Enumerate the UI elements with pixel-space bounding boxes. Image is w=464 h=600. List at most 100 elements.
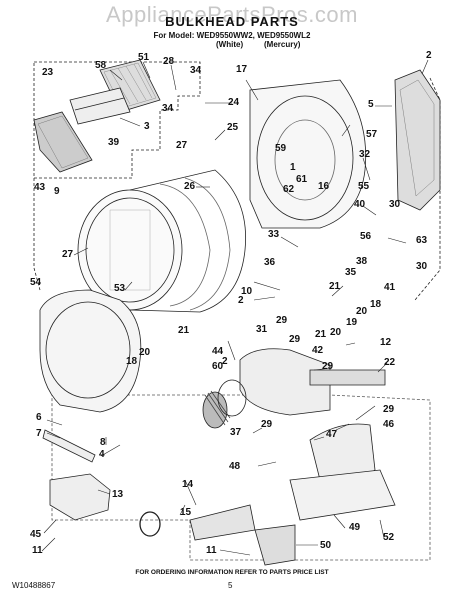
callout-43: 43	[34, 182, 46, 193]
callout-51: 51	[138, 52, 150, 63]
lint-duct-part	[49, 473, 111, 521]
document-number: W10488867	[12, 581, 56, 590]
callout-25: 25	[227, 122, 239, 133]
callout-2-top: 2	[426, 50, 432, 61]
callout-3: 3	[144, 121, 150, 132]
callout-24: 24	[228, 97, 240, 108]
callout-29-far-right: 29	[383, 404, 395, 415]
callout-30-right: 30	[416, 261, 428, 272]
callout-49: 49	[349, 522, 361, 533]
group-outline-left	[33, 77, 441, 301]
callout-54: 54	[30, 277, 42, 288]
heater-bracket-part	[254, 524, 296, 566]
callout-2-middle: 2	[238, 295, 244, 306]
callout-48: 48	[229, 461, 241, 472]
callout-12: 12	[380, 337, 392, 348]
callout-14: 14	[182, 479, 194, 490]
callout-27-left: 27	[62, 249, 74, 260]
callout-38: 38	[356, 256, 368, 267]
callout-27-top: 27	[176, 140, 188, 151]
callout-1: 1	[290, 162, 296, 173]
callout-41: 41	[384, 282, 396, 293]
front-bulkhead-part	[39, 289, 142, 413]
callout-50: 50	[320, 540, 332, 551]
callout-39: 39	[108, 137, 120, 148]
belt-part	[139, 511, 161, 537]
callout-10: 10	[241, 286, 253, 297]
callout-29-middle: 29	[289, 334, 301, 345]
callout-32: 32	[359, 149, 371, 160]
watermark-text: AppliancePartsPros.com	[106, 2, 358, 27]
callout-20-left: 20	[139, 347, 151, 358]
callout-8: 8	[100, 437, 106, 448]
rear-panel-part	[394, 69, 441, 211]
callout-26: 26	[184, 181, 196, 192]
color-mercury-label: (Mercury)	[264, 40, 301, 49]
callout-4: 4	[99, 449, 105, 460]
callout-21-right: 21	[329, 281, 341, 292]
callout-52: 52	[383, 532, 395, 543]
page-number: 5	[228, 581, 233, 590]
model-line: For Model: WED9550WW2, WED9550WL2	[153, 31, 311, 40]
callout-33: 33	[268, 229, 280, 240]
drum-part	[77, 169, 246, 313]
callout-55: 55	[358, 181, 370, 192]
callout-20-center: 20	[330, 327, 342, 338]
callout-46: 46	[383, 419, 395, 430]
callout-23: 23	[42, 67, 54, 78]
callout-16: 16	[318, 181, 330, 192]
callout-60: 60	[212, 361, 224, 372]
callout-18-left: 18	[126, 356, 138, 367]
callout-5: 5	[368, 99, 374, 110]
callout-29-lower: 29	[261, 419, 273, 430]
lint-filter-part	[33, 111, 93, 173]
page-title: BULKHEAD PARTS	[165, 14, 299, 29]
callout-9: 9	[54, 186, 60, 197]
lint-bracket-part	[69, 87, 131, 125]
callout-61: 61	[296, 174, 308, 185]
callout-30-top: 30	[389, 199, 401, 210]
rear-bulkhead-part	[249, 79, 367, 229]
callout-20-right: 20	[356, 306, 368, 317]
callout-37: 37	[230, 427, 242, 438]
blower-housing-part	[239, 348, 386, 416]
callout-56: 56	[360, 231, 372, 242]
callout-53: 53	[114, 283, 126, 294]
callout-21-center: 21	[315, 329, 327, 340]
heater-element-part	[189, 504, 256, 541]
callout-59: 59	[275, 143, 287, 154]
callout-11-bottom: 11	[206, 545, 217, 556]
callout-57: 57	[366, 129, 378, 140]
callout-58: 58	[95, 60, 107, 71]
callout-31: 31	[256, 324, 268, 335]
callout-11-left: 11	[32, 545, 43, 556]
blower-wheel-part	[202, 379, 247, 429]
callout-45: 45	[30, 529, 42, 540]
callout-22: 22	[384, 357, 396, 368]
color-white-label: (White)	[216, 40, 244, 49]
callout-44: 44	[212, 346, 224, 357]
callout-2-lower: 2	[222, 356, 228, 367]
callout-18-right: 18	[370, 299, 382, 310]
duct-strip-part	[42, 429, 96, 463]
callout-28: 28	[163, 56, 175, 67]
callout-15: 15	[180, 507, 192, 518]
callout-63: 63	[416, 235, 428, 246]
callout-6: 6	[36, 412, 42, 423]
callout-35: 35	[345, 267, 357, 278]
leader-lines	[41, 59, 429, 556]
callout-7: 7	[36, 428, 42, 439]
callout-29-upper: 29	[276, 315, 288, 326]
callout-29-right: 29	[322, 361, 334, 372]
callout-34-lower: 34	[162, 103, 174, 114]
callout-40: 40	[354, 199, 366, 210]
callout-21-left: 21	[178, 325, 190, 336]
callout-36: 36	[264, 257, 276, 268]
callout-62: 62	[283, 184, 295, 195]
motor-bracket-part	[289, 423, 396, 521]
ordering-info: FOR ORDERING INFORMATION REFER TO PARTS …	[135, 569, 329, 576]
callout-47: 47	[326, 429, 338, 440]
group-outline-top-left	[33, 61, 201, 179]
callout-13: 13	[112, 489, 124, 500]
callout-19: 19	[346, 317, 358, 328]
